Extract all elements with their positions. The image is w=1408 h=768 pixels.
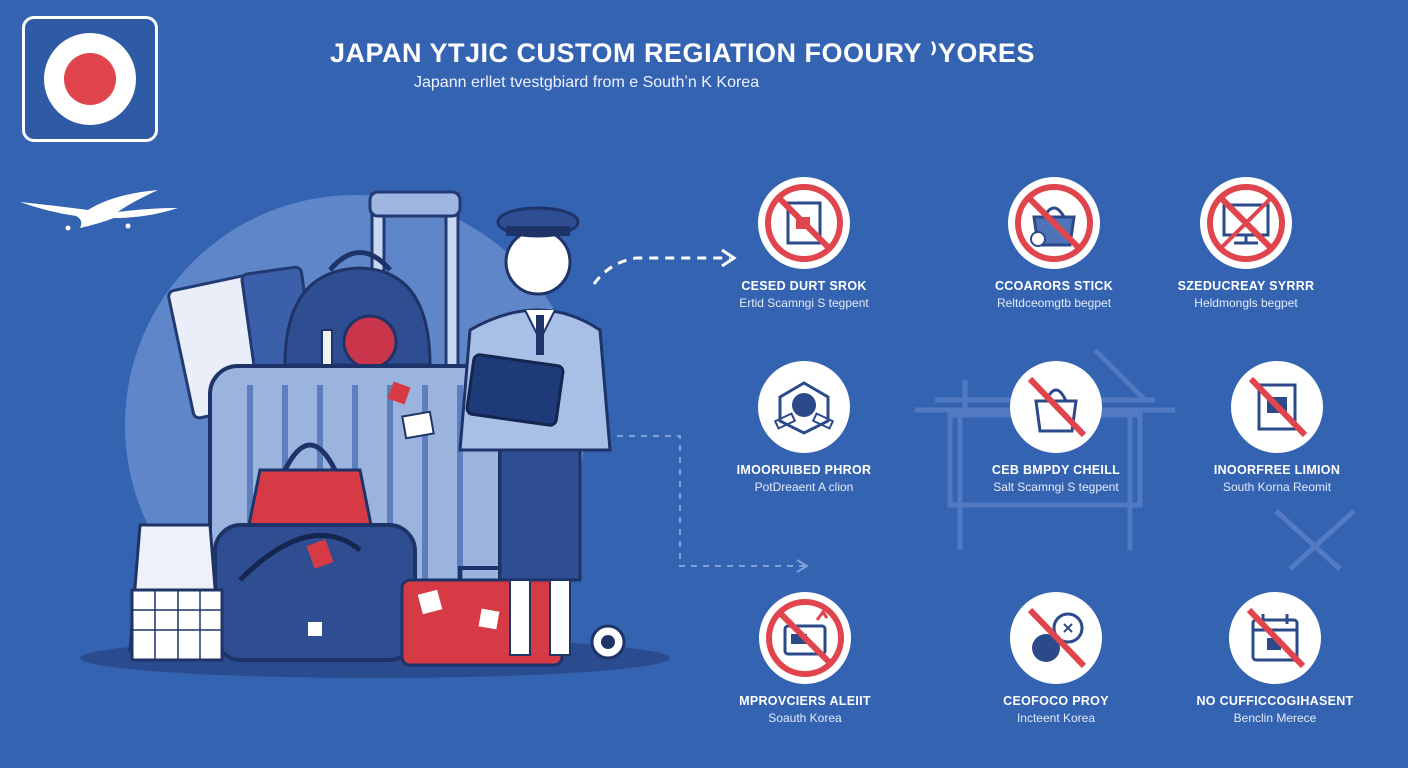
item-caption: Salt Scamngi S tegpent: [993, 480, 1119, 494]
item-label: CESED DURT SROK: [741, 279, 867, 293]
item-label: SZEDUCREAY SYRRR: [1177, 279, 1315, 293]
restriction-item: CEB BMPDY CHEILL Salt Scamngi S tegpent: [961, 361, 1151, 494]
item-caption: Benclin Merece: [1233, 711, 1317, 725]
page-subtitle: Japann erllet tvestgbiard from e Southʼn…: [414, 74, 760, 91]
airplane-icon: [20, 190, 178, 231]
restriction-item: SZEDUCREAY SYRRR Heldmongls begpet: [1151, 177, 1341, 310]
restriction-item: IMOORUIBED PHROR PotDreaent A clion: [709, 361, 899, 494]
restriction-item: CCOARORS STICK Reltdceomgtb begpet: [959, 177, 1149, 310]
restriction-item: CEOFOCO PROY Incteent Korea: [961, 592, 1151, 725]
dashed-arrow-icon: [592, 248, 737, 285]
item-label: CCOARORS STICK: [994, 279, 1114, 293]
item-caption: Ertid Scamngi S tegpent: [739, 296, 869, 310]
restriction-item: INOORFREE LIMION South Korna Reomit: [1182, 361, 1372, 494]
restriction-item: CESED DURT SROK Ertid Scamngi S tegpent: [709, 177, 899, 310]
no-handbag-icon: [1008, 177, 1100, 269]
item-label: IMOORUIBED PHROR: [736, 463, 872, 477]
box-icon: [758, 361, 850, 453]
item-caption: Incteent Korea: [1016, 711, 1096, 725]
item-caption: PotDreaent A clion: [754, 480, 854, 494]
item-caption: South Korna Reomit: [1222, 480, 1332, 494]
no-bag-icon: [1010, 361, 1102, 453]
no-calendar-icon: [1229, 592, 1321, 684]
no-food-icon: [1010, 592, 1102, 684]
item-label: CEOFOCO PROY: [1003, 694, 1109, 708]
luggage-officer-illustration: [80, 190, 670, 678]
item-label: MPROVCIERS ALEIIT: [739, 694, 871, 708]
no-permit-icon: [1231, 361, 1323, 453]
item-label: INOORFREE LIMION: [1213, 463, 1341, 477]
restriction-item: MPROVCIERS ALEIIT Soauth Korea: [710, 592, 900, 725]
dashed-connector-icon: [617, 435, 809, 573]
crossed-swords-icon: [1274, 509, 1356, 571]
restriction-item: NO CUFFICCOGIHASENT Benclin Merece: [1180, 592, 1370, 725]
no-device-icon: [759, 592, 851, 684]
page-title: JAPAN YTJIC CUSTOM REGIATION FOOURY ⁾YOR…: [330, 38, 1035, 68]
item-label: NO CUFFICCOGIHASENT: [1196, 694, 1354, 708]
no-monitor-icon: [1200, 177, 1292, 269]
item-caption: Soauth Korea: [768, 711, 842, 725]
item-caption: Reltdceomgtb begpet: [996, 296, 1112, 310]
no-document-icon: [758, 177, 850, 269]
item-label: CEB BMPDY CHEILL: [991, 463, 1121, 477]
item-caption: Heldmongls begpet: [1194, 296, 1298, 310]
japan-flag-icon: [22, 16, 158, 142]
